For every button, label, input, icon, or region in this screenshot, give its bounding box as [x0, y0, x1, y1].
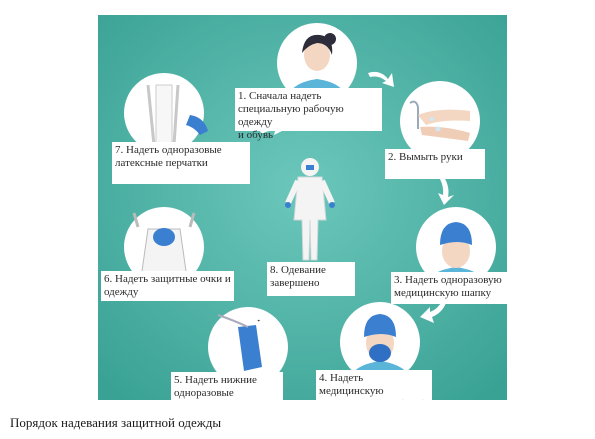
full-ppe-figure-icon: [285, 158, 335, 261]
step-5-label: 5. Надеть нижние одноразовые нитриловые/…: [171, 372, 283, 400]
step-2-circle: [400, 81, 480, 161]
hand-washing-icon: [409, 100, 470, 141]
step-4-label: 4. Надеть медицинскую защитную маску (N9…: [316, 370, 432, 400]
step-2-label: 2. Вымыть руки: [385, 149, 485, 179]
arrow-5-to-6: [248, 311, 274, 327]
diagram-background: [98, 15, 507, 400]
step-3-label: 3. Надеть одноразовую медицинскую шапку: [391, 272, 507, 304]
figure-caption: Порядок надевания защитной одежды: [10, 415, 222, 430]
step-8-label: 8. Одевание завершено: [267, 262, 355, 296]
arrow-3-to-4: [420, 301, 446, 323]
step-7-circle: [124, 73, 208, 153]
arrow-1-to-2: [368, 71, 394, 87]
ppe-donning-diagram: 1. Сначала надеть специальную рабочую од…: [98, 15, 507, 400]
step-7-label: 7. Надеть одноразовые латексные перчатки: [112, 142, 250, 184]
latex-gloves-icon: [146, 84, 208, 146]
step-6-label: 6. Надеть защитные очки и одежду: [101, 271, 234, 301]
step-8-figure: [285, 158, 335, 261]
step-1-label: 1. Сначала надеть специальную рабочую од…: [235, 88, 382, 141]
arrow-2-to-3: [438, 177, 454, 205]
